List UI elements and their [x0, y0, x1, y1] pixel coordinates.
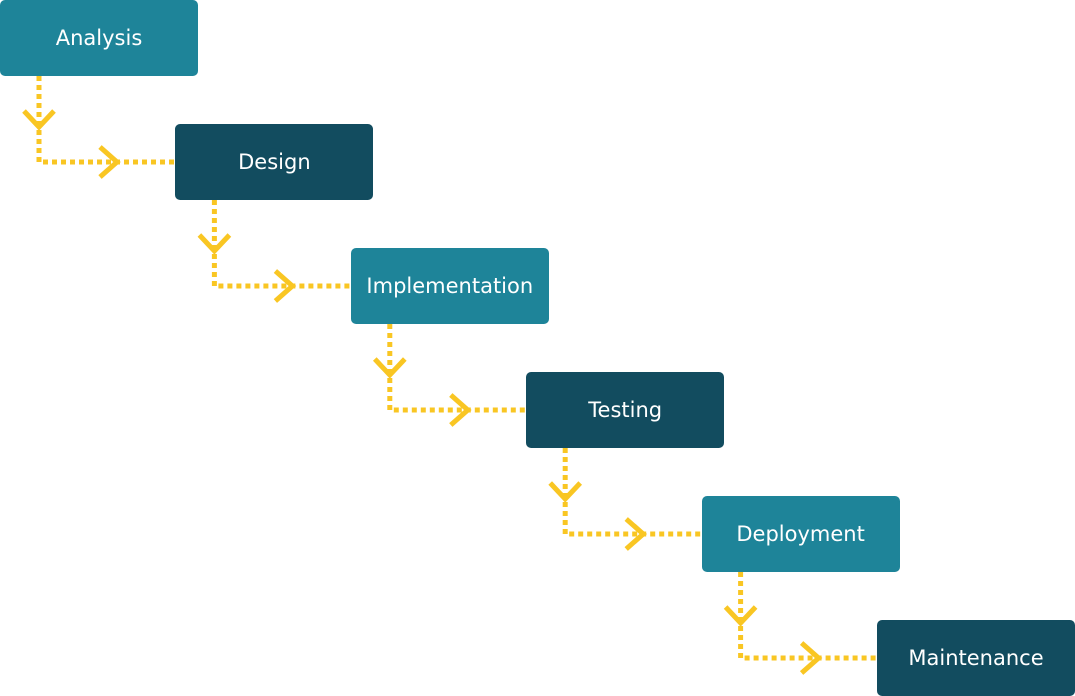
chevron-down-icon — [723, 605, 758, 627]
connector-line — [738, 572, 877, 661]
stage-label: Analysis — [55, 26, 143, 50]
stage-analysis: Analysis — [0, 0, 198, 76]
stage-label: Maintenance — [908, 646, 1044, 670]
chevron-right-icon — [799, 641, 823, 675]
stage-label: Deployment — [736, 522, 865, 546]
chevron-down-icon — [197, 233, 232, 255]
chevron-down-icon — [548, 481, 583, 503]
stage-label: Testing — [588, 398, 663, 422]
chevron-down-icon — [372, 357, 407, 379]
connector-line — [562, 448, 702, 537]
stage-maintenance: Maintenance — [877, 620, 1075, 696]
stage-label: Implementation — [366, 274, 534, 298]
stage-deployment: Deployment — [701, 496, 900, 572]
stage-implementation: Implementation — [350, 248, 549, 324]
chevron-down-icon — [22, 109, 56, 131]
connector-line — [36, 76, 176, 165]
chevron-right-icon — [98, 145, 121, 179]
stage-design: Design — [175, 124, 374, 200]
connector-line — [387, 324, 527, 413]
stage-label: Design — [238, 150, 311, 174]
chevron-right-icon — [624, 517, 647, 551]
connector-line — [211, 200, 351, 289]
chevron-right-icon — [273, 269, 297, 303]
chevron-right-icon — [449, 393, 472, 427]
stage-testing: Testing — [526, 372, 725, 448]
